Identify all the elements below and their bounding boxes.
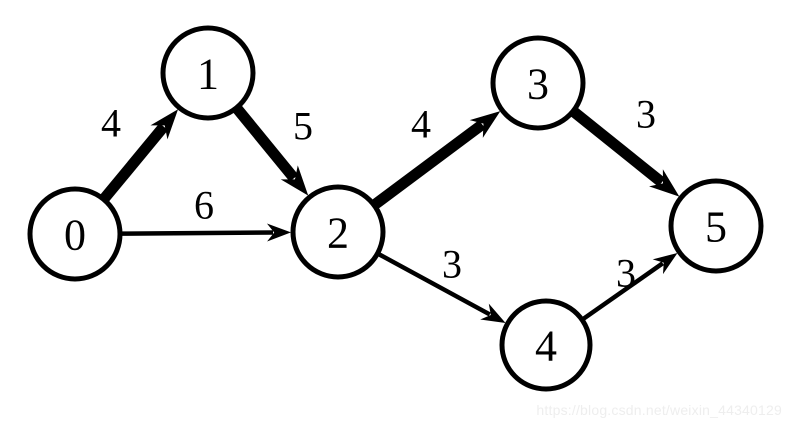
edge-shaft	[120, 230, 274, 236]
edge-weight-label-3-5: 3	[636, 92, 656, 137]
edge-arrowhead	[649, 169, 680, 197]
edge-shaft	[232, 105, 299, 182]
graph-edge-4-to-5	[581, 252, 678, 322]
edge-shaft	[377, 251, 491, 317]
edge-weight-label-0-2: 6	[194, 183, 214, 228]
edge-arrowhead	[266, 223, 292, 242]
edge-arrowhead	[480, 303, 506, 324]
graph-node-5[interactable]: 5	[668, 178, 764, 274]
node-label-5: 5	[705, 203, 727, 252]
node-circle-2[interactable]	[290, 184, 386, 280]
edge-arrowhead	[469, 111, 501, 138]
graph-node-1[interactable]: 1	[160, 25, 256, 121]
edges-layer	[100, 105, 680, 324]
node-circle-5[interactable]	[668, 178, 764, 274]
graph-node-3[interactable]: 3	[490, 35, 586, 131]
node-label-4: 4	[535, 322, 557, 371]
nodes-layer: 0 1 2 3 4 5	[27, 25, 764, 392]
node-circle-3[interactable]	[490, 35, 586, 131]
watermark-text: https://blog.csdn.net/weixin_44340129	[536, 402, 782, 418]
node-label-0: 0	[64, 211, 86, 260]
node-circle-4[interactable]	[499, 298, 593, 392]
graph-edge-2-to-3	[371, 111, 501, 209]
node-label-2: 2	[327, 209, 349, 258]
edge-shaft	[581, 261, 665, 322]
edge-weight-label-1-2: 5	[293, 104, 313, 149]
edge-weight-label-4-5: 3	[616, 251, 636, 296]
graph-node-4[interactable]: 4	[499, 298, 593, 392]
edge-arrowhead	[652, 252, 678, 275]
edge-shaft	[371, 120, 486, 209]
edge-arrowhead	[150, 109, 179, 140]
graph-node-2[interactable]: 2	[290, 184, 386, 280]
edge-labels-layer: 4 5 6 4 3 3 3	[101, 92, 656, 296]
edge-weight-label-2-4: 3	[442, 242, 462, 287]
edge-arrowhead	[280, 165, 309, 196]
graph-edge-2-to-4	[377, 251, 506, 324]
graph-edge-0-to-2	[120, 223, 292, 242]
node-circle-1[interactable]	[160, 25, 256, 121]
node-circle-0[interactable]	[27, 186, 123, 282]
edge-weight-label-0-1: 4	[101, 101, 121, 146]
graph-edge-3-to-5	[570, 107, 680, 197]
node-label-3: 3	[527, 60, 549, 109]
graph-edge-0-to-1	[100, 109, 179, 203]
node-label-1: 1	[197, 50, 219, 99]
edge-shaft	[100, 123, 168, 203]
edge-weight-label-2-3: 4	[411, 102, 431, 147]
edge-shaft	[570, 107, 666, 187]
graph-node-0[interactable]: 0	[27, 186, 123, 282]
graph-edge-1-to-2	[232, 105, 309, 196]
